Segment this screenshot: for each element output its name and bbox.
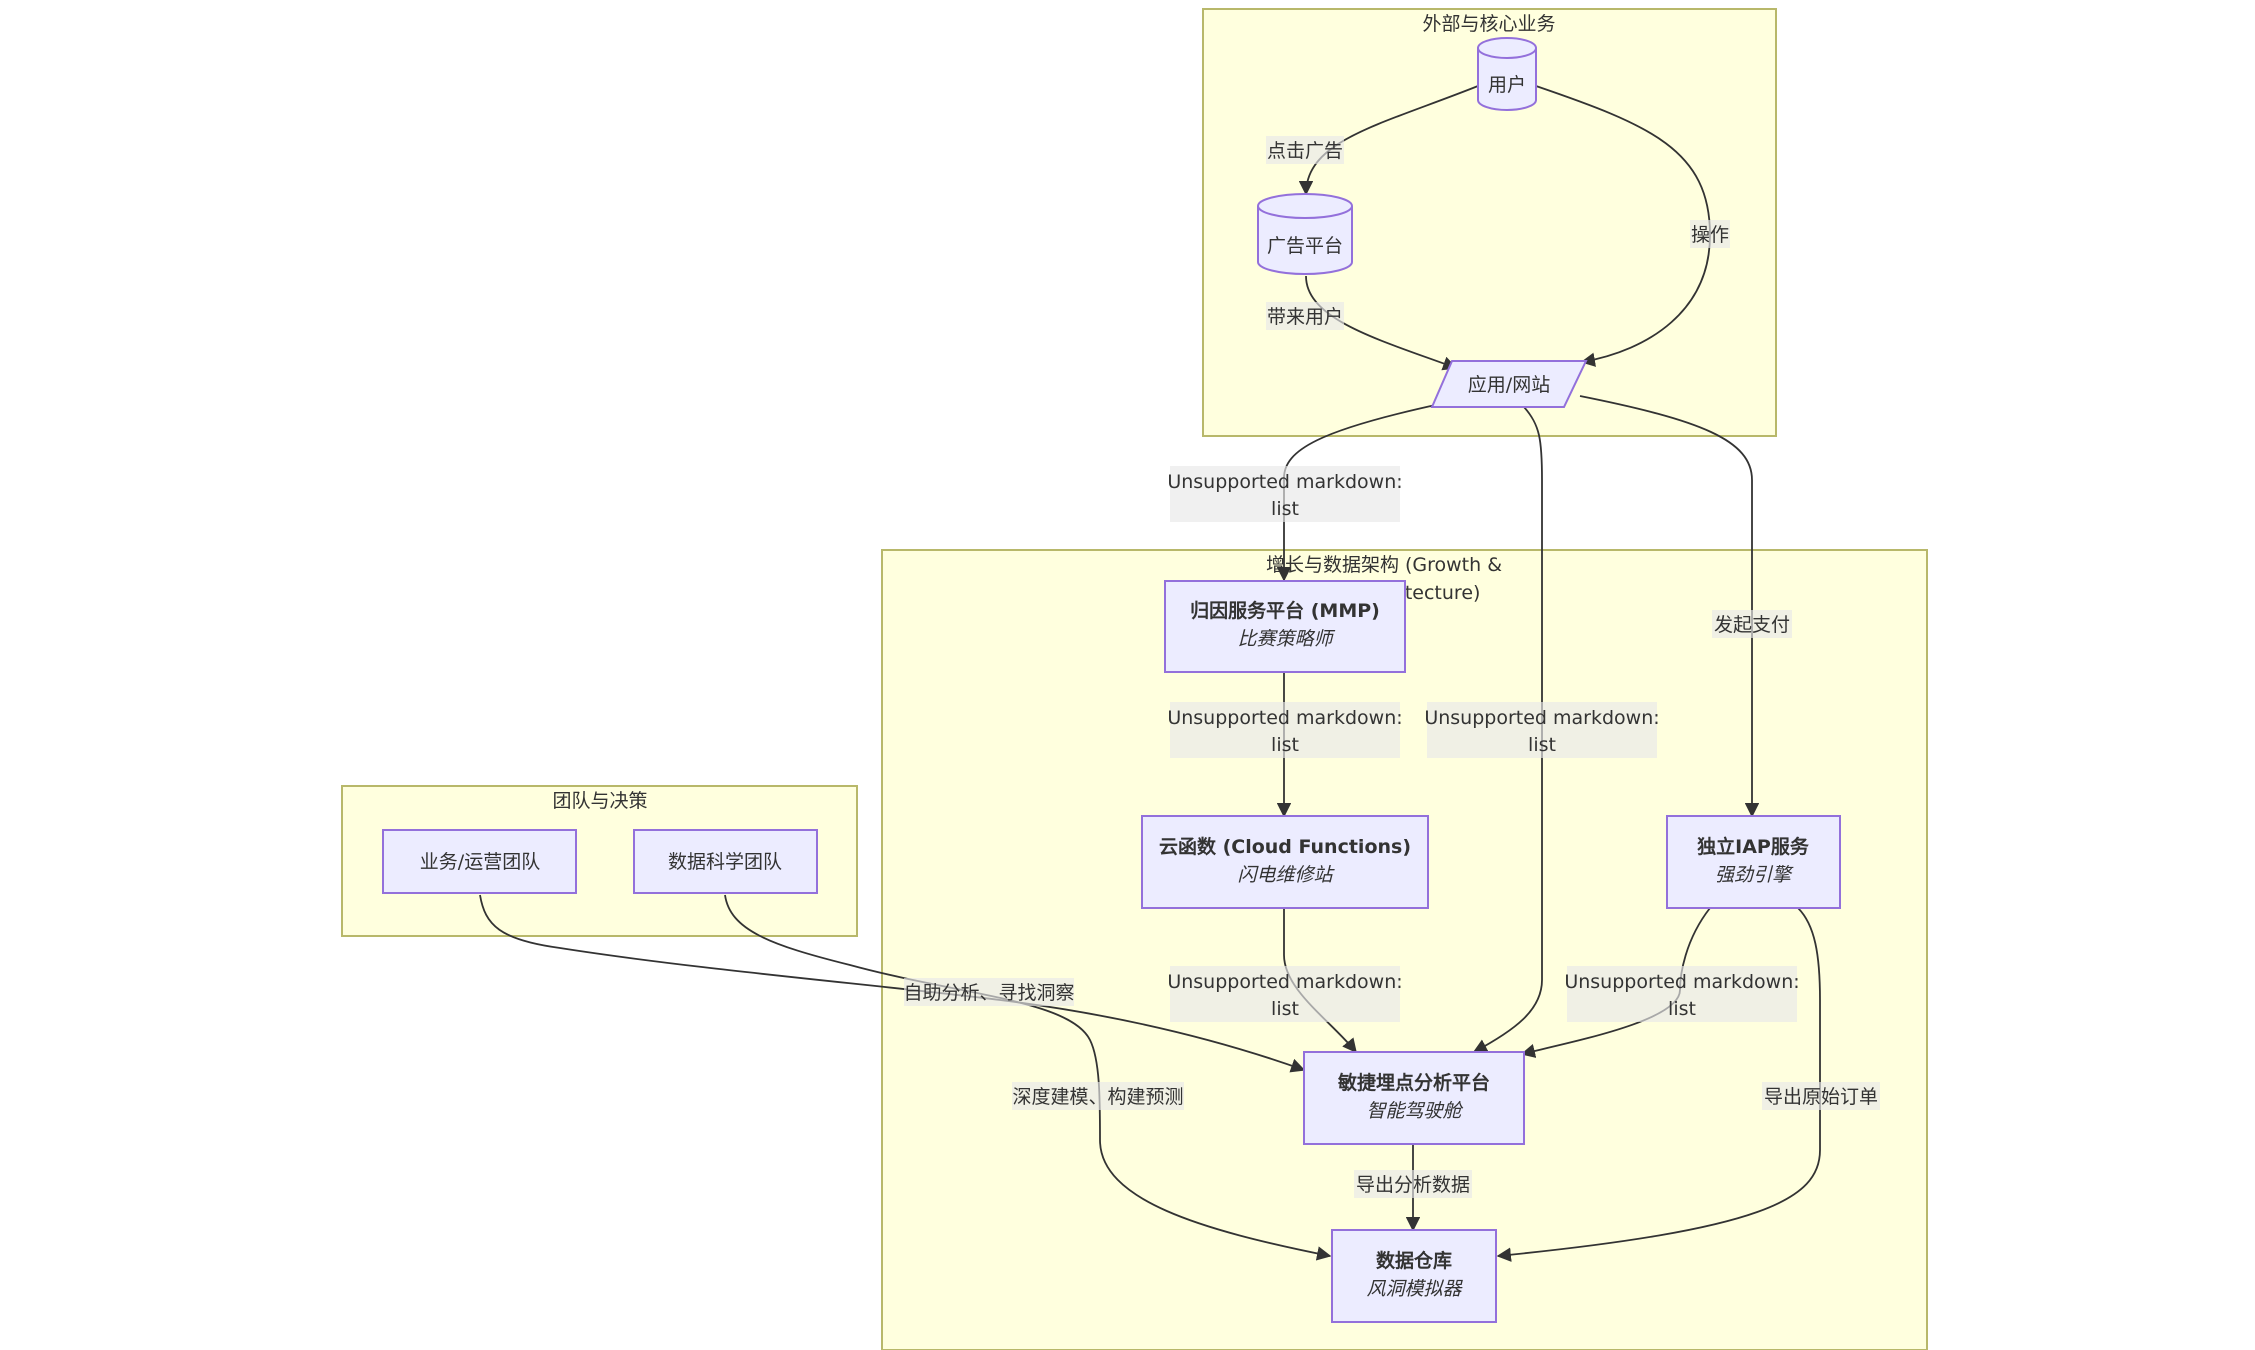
edge-label-modeling: 深度建模、构建预测 [1012,1082,1184,1110]
svg-text:Unsupported markdown:: Unsupported markdown: [1167,471,1402,493]
node-cloud-functions: 云函数 (Cloud Functions) 闪电维修站 [1141,815,1429,909]
svg-text:Unsupported markdown:: Unsupported markdown: [1424,707,1659,729]
node-mmp-subtitle: 比赛策略师 [1237,628,1335,650]
svg-text:list: list [1271,734,1299,756]
edge-label-unsupported-iap-analytics: Unsupported markdown: list [1564,966,1800,1022]
svg-text:点击广告: 点击广告 [1267,140,1343,162]
edge-label-self-analysis: 自助分析、寻找洞察 [903,978,1075,1006]
node-user-label: 用户 [1488,74,1526,96]
node-analytics-platform: 敏捷埋点分析平台 智能驾驶舱 [1303,1051,1525,1145]
svg-text:发起支付: 发起支付 [1714,614,1790,636]
node-app-website: 应用/网站 [1430,360,1588,408]
node-warehouse-subtitle: 风洞模拟器 [1366,1278,1463,1300]
node-mmp-title: 归因服务平台 (MMP) [1190,599,1380,622]
node-mmp: 归因服务平台 (MMP) 比赛策略师 [1164,580,1406,673]
svg-text:带来用户: 带来用户 [1267,306,1343,328]
svg-text:导出原始订单: 导出原始订单 [1764,1086,1878,1108]
node-app-label: 应用/网站 [1468,374,1550,396]
cluster-external-title: 外部与核心业务 [1422,13,1555,35]
edge-label-unsupported-app-analytics: Unsupported markdown: list [1424,702,1660,758]
node-analytics-subtitle: 智能驾驶舱 [1366,1100,1463,1122]
svg-text:list: list [1668,998,1696,1020]
svg-text:导出分析数据: 导出分析数据 [1356,1174,1470,1196]
node-biz-team-label: 业务/运营团队 [420,851,540,873]
node-ad-platform: 广告平台 [1257,193,1353,275]
node-iap-service: 独立IAP服务 强劲引擎 [1666,815,1841,909]
node-data-science-team: 数据科学团队 [633,829,818,894]
node-warehouse-title: 数据仓库 [1376,1249,1452,1272]
edge-adplatform-to-app [1305,275,1458,371]
cluster-growth-title-line2: itecture) [1400,582,1481,604]
edge-user-to-adplatform [1298,85,1479,196]
edge-label-bring-users: 带来用户 [1266,302,1344,330]
svg-text:操作: 操作 [1691,224,1729,246]
node-ad-platform-label: 广告平台 [1267,235,1343,257]
node-cloud-subtitle: 闪电维修站 [1237,864,1335,886]
edge-label-unsupported-mmp-cloud: Unsupported markdown: list [1167,702,1403,758]
node-iap-subtitle: 强劲引擎 [1715,864,1794,886]
cluster-growth-title: 增长与数据架构 (Growth & [1266,554,1502,576]
node-user: 用户 [1477,37,1537,111]
edge-biz-to-analytics [479,894,1306,1073]
edge-label-click-ad: 点击广告 [1266,136,1344,164]
edge-label-payment: 发起支付 [1712,610,1792,638]
edge-ds-to-warehouse [724,894,1332,1261]
cluster-team-title: 团队与决策 [552,790,647,812]
node-ds-team-label: 数据科学团队 [668,851,782,873]
node-biz-ops-team: 业务/运营团队 [382,829,577,894]
edge-label-unsupported-cloud-analytics: Unsupported markdown: list [1167,966,1403,1022]
svg-text:list: list [1271,498,1299,520]
svg-text:Unsupported markdown:: Unsupported markdown: [1167,707,1402,729]
edge-label-unsupported-app-mmp: Unsupported markdown: list [1167,466,1403,522]
svg-text:自助分析、寻找洞察: 自助分析、寻找洞察 [903,982,1074,1004]
svg-text:深度建模、构建预测: 深度建模、构建预测 [1012,1086,1183,1108]
node-analytics-title: 敏捷埋点分析平台 [1337,1071,1490,1094]
edge-label-export-analysis: 导出分析数据 [1354,1170,1472,1198]
edge-app-to-iap [1579,395,1760,818]
svg-text:Unsupported markdown:: Unsupported markdown: [1167,971,1402,993]
svg-text:Unsupported markdown:: Unsupported markdown: [1564,971,1799,993]
svg-text:list: list [1271,998,1299,1020]
edge-app-to-analytics [1472,406,1543,1053]
edge-label-export-orders: 导出原始订单 [1762,1082,1880,1110]
edge-iap-to-warehouse [1496,907,1821,1262]
svg-text:list: list [1528,734,1556,756]
edge-label-operate: 操作 [1690,220,1730,248]
node-data-warehouse: 数据仓库 风洞模拟器 [1331,1229,1497,1323]
node-iap-title: 独立IAP服务 [1697,835,1810,858]
node-cloud-title: 云函数 (Cloud Functions) [1159,835,1411,858]
